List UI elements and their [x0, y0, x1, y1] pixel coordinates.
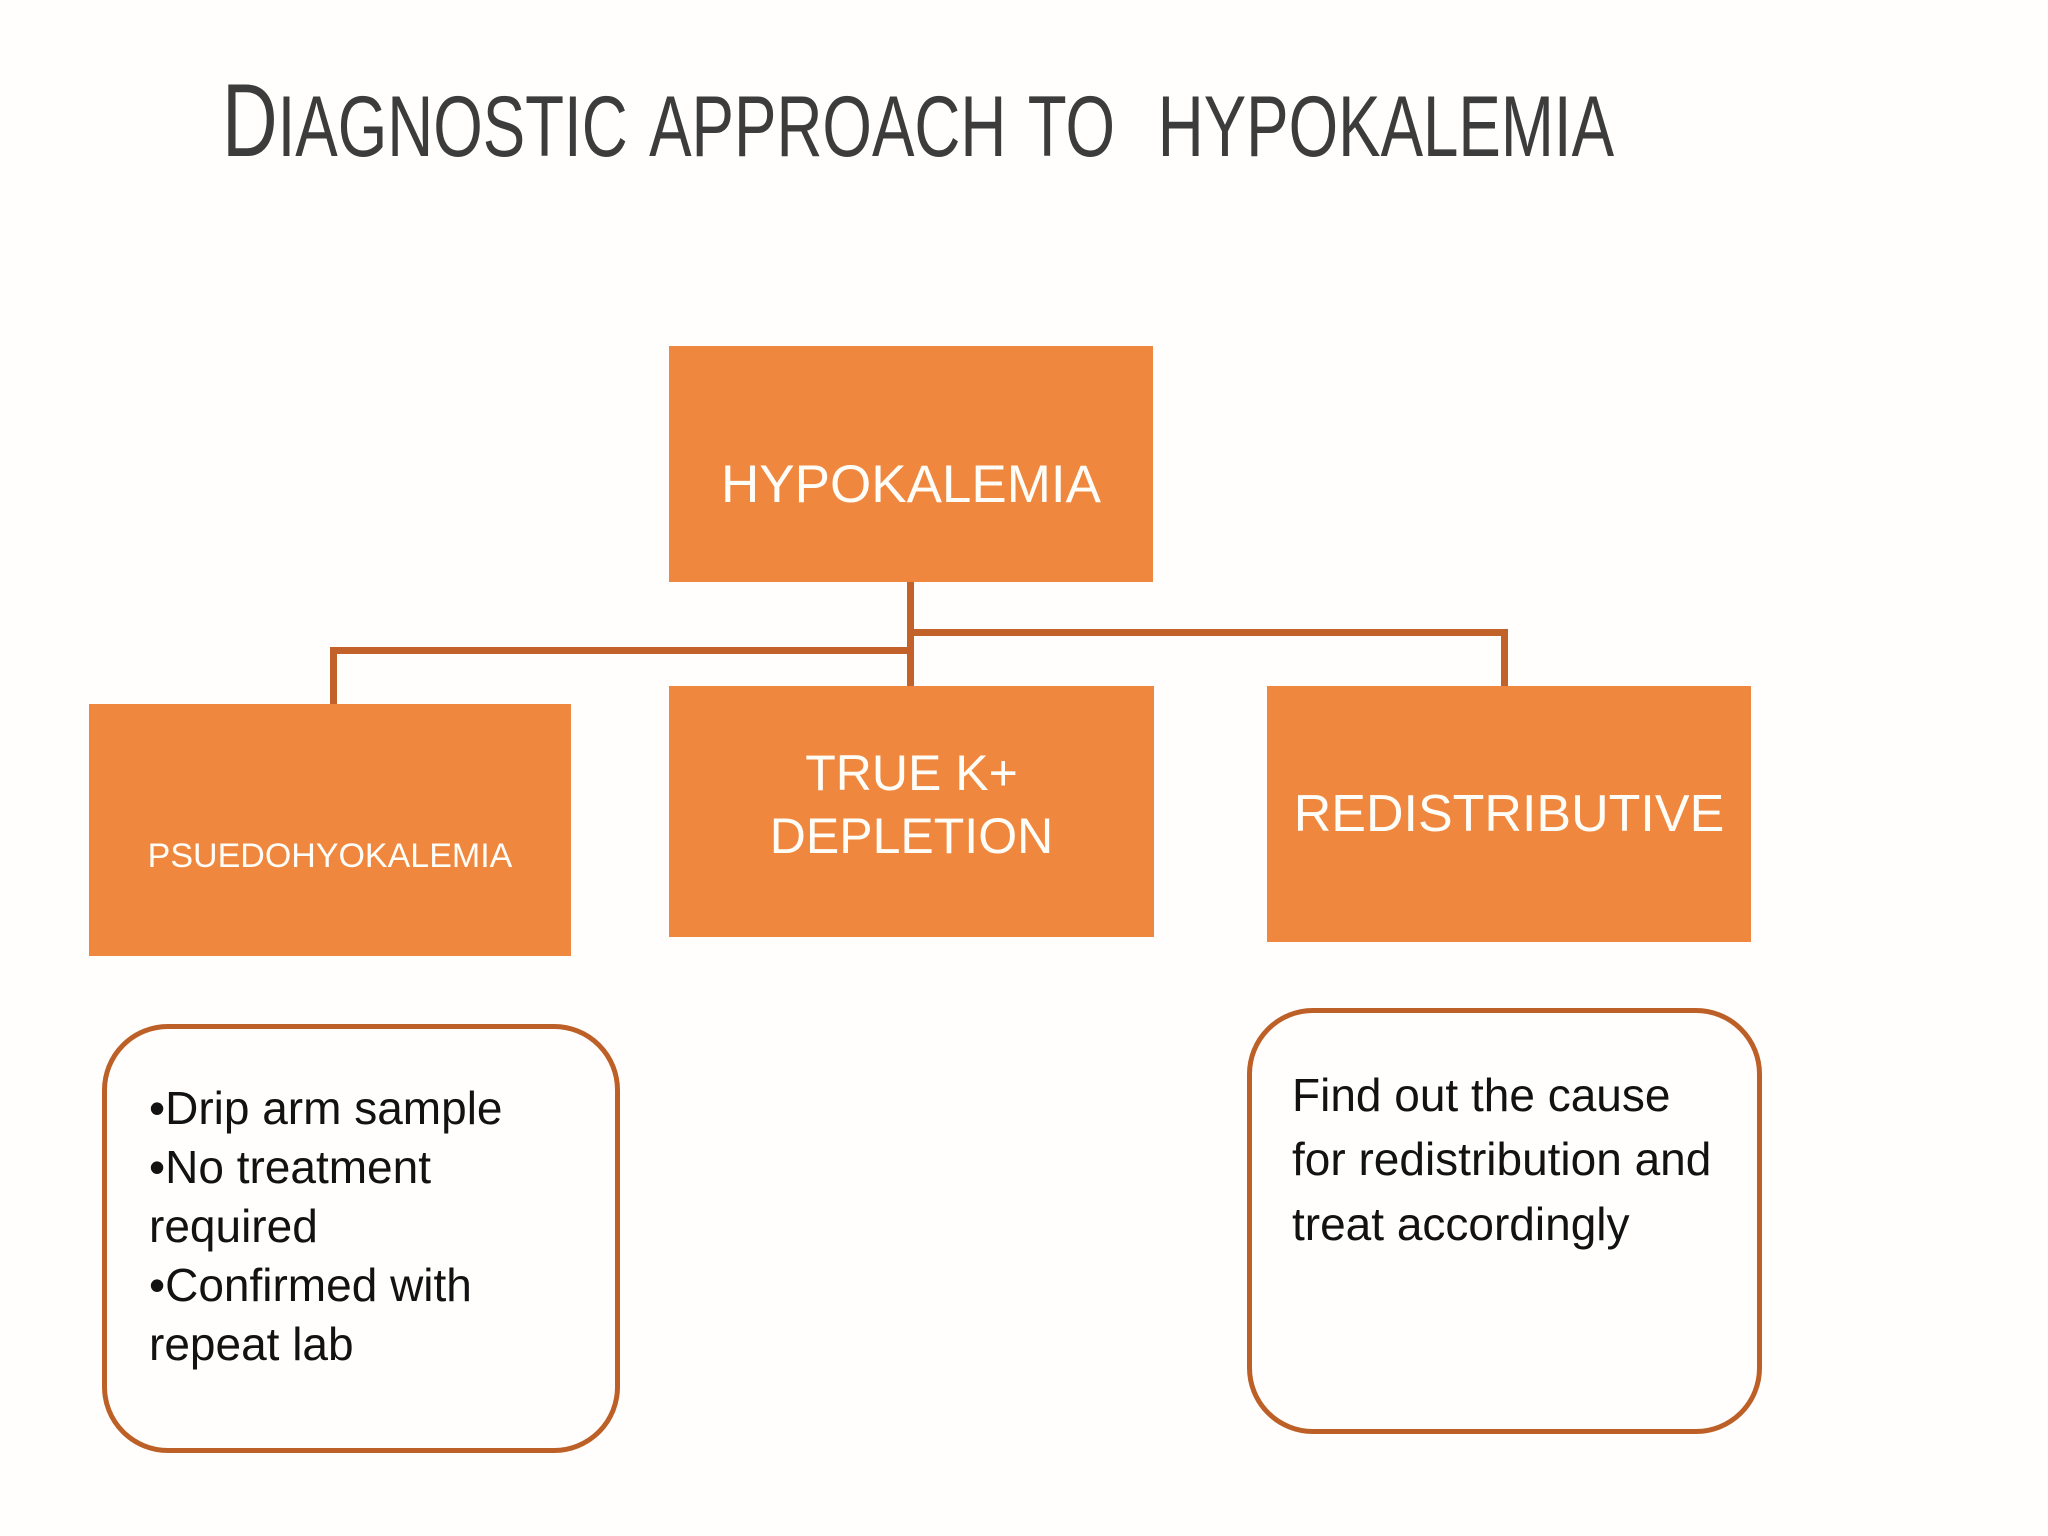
node-hypokalemia-label: HYPOKALEMIA: [721, 454, 1101, 514]
connector-left-vertical: [330, 647, 337, 705]
node-pseudohypokalemia-label: PSUEDOHYOKALEMIA: [147, 836, 513, 875]
node-pseudohypokalemia: PSUEDOHYOKALEMIA: [89, 704, 571, 956]
redistributive-note-text: Find out the cause for redistribution an…: [1292, 1069, 1712, 1250]
node-redistributive: REDISTRIBUTIVE: [1267, 686, 1751, 942]
node-hypokalemia: HYPOKALEMIA: [669, 346, 1153, 582]
callout-redistributive-note: Find out the cause for redistribution an…: [1247, 1008, 1762, 1434]
node-true-k-depletion: TRUE K+ DEPLETION: [669, 686, 1154, 937]
connector-root-stem: [907, 582, 914, 686]
connector-right-vertical: [1501, 629, 1508, 687]
bullet-item-confirmed-with-repeat-lab: •Confirmed with repeat lab: [149, 1258, 472, 1370]
node-redistributive-label: REDISTRIBUTIVE: [1293, 785, 1725, 843]
bullet-item-drip-arm-sample: •Drip arm sample: [149, 1082, 503, 1134]
slide-title: DIAGNOSTIC APPROACH TO HYPOKALEMIA: [222, 63, 1615, 179]
node-true-k-depletion-label: TRUE K+ DEPLETION: [769, 745, 1054, 864]
callout-pseudohypokalemia-notes: •Drip arm sample •No treatment required …: [102, 1024, 620, 1453]
connector-right-horizontal: [911, 629, 1508, 636]
connector-left-horizontal: [330, 647, 914, 654]
bullet-item-no-treatment-required: •No treatment required: [149, 1140, 431, 1252]
